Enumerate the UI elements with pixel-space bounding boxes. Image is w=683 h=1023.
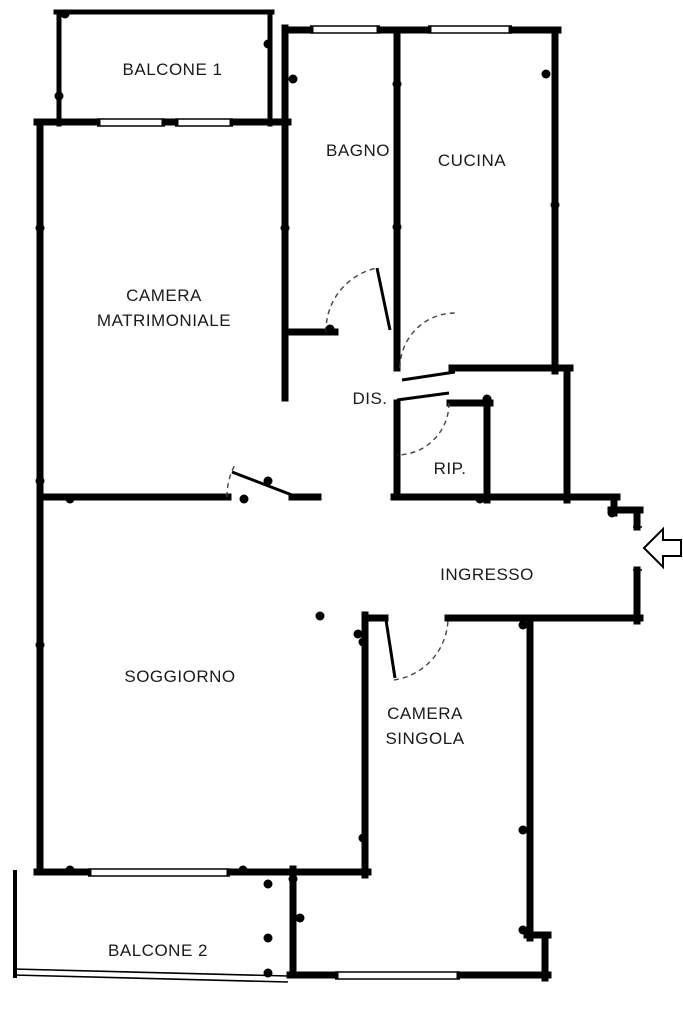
door-swing-arc: [226, 267, 456, 681]
room-label-cucina: CUCINA: [437, 151, 507, 170]
room-label-balcone-1: BALCONE 1: [122, 60, 223, 79]
room-label-camera-matrimoniale: CAMERA MATRIMONIALE: [96, 286, 232, 330]
room-label-bagno: BAGNO: [326, 141, 390, 160]
room-label-ingresso: INGRESSO: [440, 565, 534, 584]
room-label-soggiorno: SOGGIORNO: [124, 667, 236, 686]
room-label-dis: DIS.: [352, 389, 388, 408]
entrance-arrow-icon: [642, 526, 682, 570]
room-label-camera-singola: CAMERA SINGOLA: [385, 704, 465, 748]
door-leaf: [231, 267, 456, 679]
survey-dots: [35, 9, 617, 978]
room-label-balcone-2: BALCONE 2: [108, 941, 208, 960]
windows: [12, 25, 642, 983]
doors: [226, 267, 456, 681]
room-label-rip: RIP.: [433, 459, 467, 478]
